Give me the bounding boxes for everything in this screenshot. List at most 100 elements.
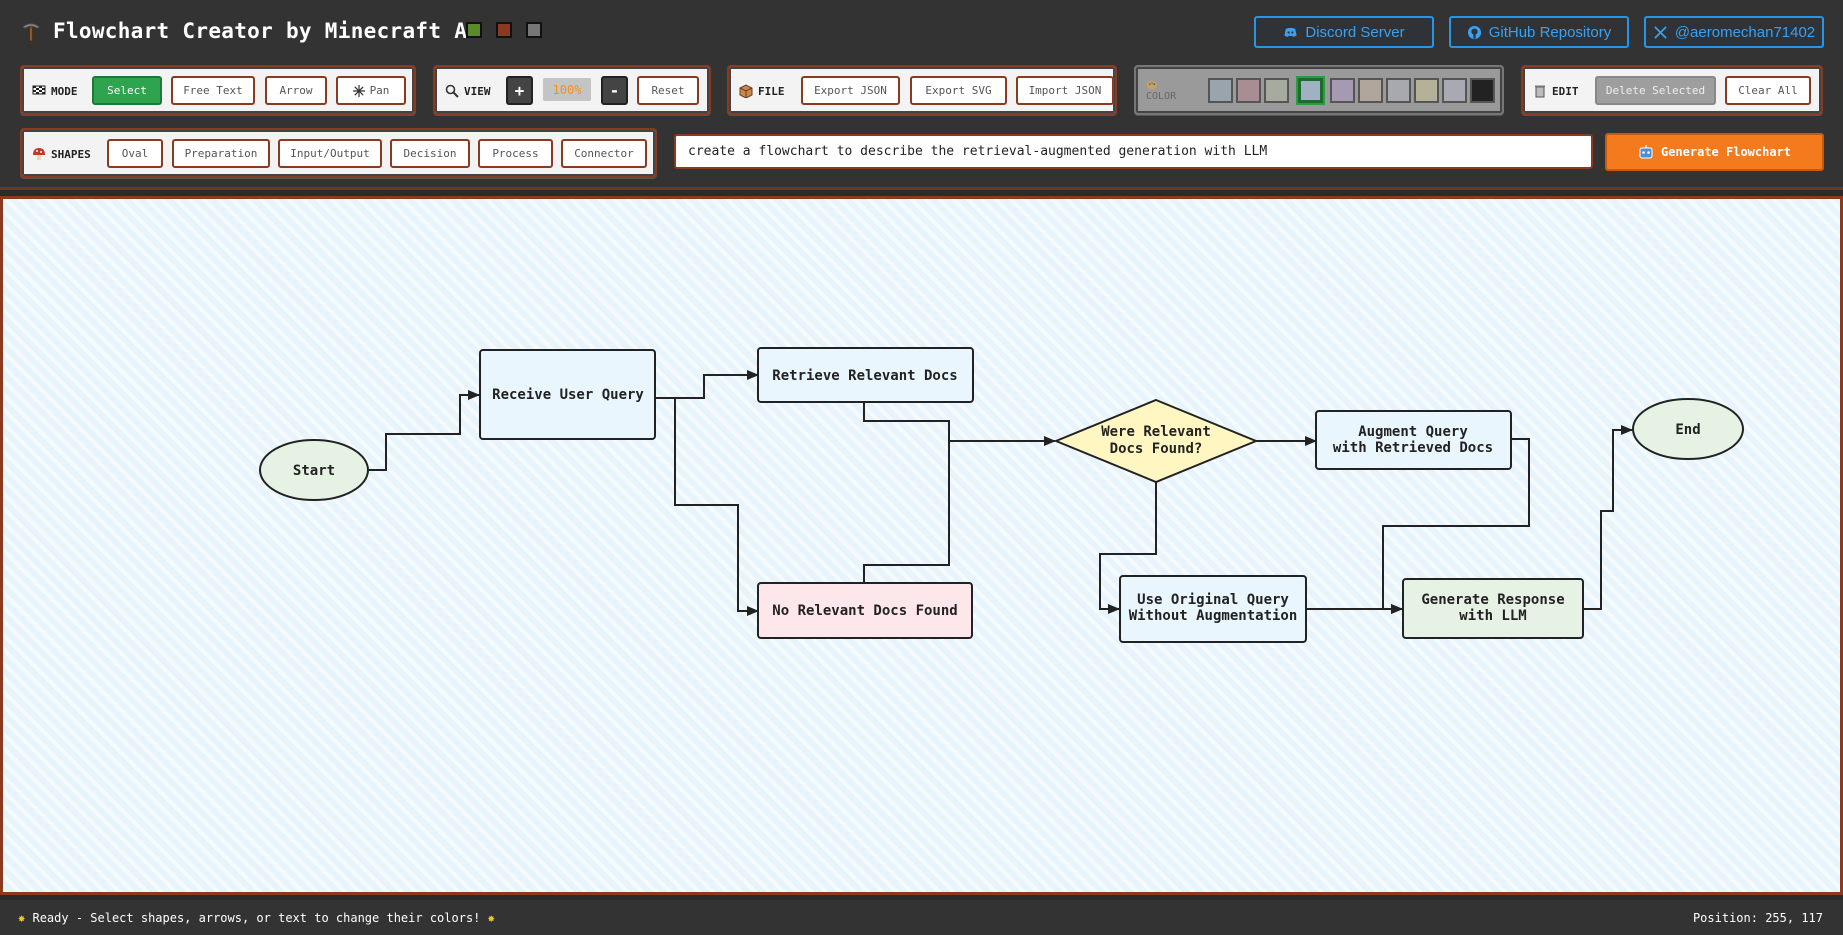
select-mode-button[interactable]: Select [92,76,162,105]
status-message-wrap: ✸ Ready - Select shapes, arrows, or text… [18,911,495,925]
sparkle-icon [352,84,365,97]
color-label-wrap: COLOR [1146,79,1176,102]
start-node-text: Start [293,463,335,479]
shapes-group: SHAPES Oval Preparation Input/Output Dec… [20,128,657,178]
generate-flowchart-button[interactable]: Generate Flowchart [1605,133,1824,171]
color-swatch[interactable] [1442,78,1467,103]
use-original-query-text-line1: Use Original Query [1137,592,1289,608]
augment-query-text-line2: with Retrieved Docs [1333,440,1493,456]
no-relevant-docs-text: No Relevant Docs Found [772,603,957,619]
export-svg-button[interactable]: Export SVG [910,76,1007,105]
generate-response-node[interactable]: Generate Response with LLM [1402,578,1584,639]
discord-icon [1284,27,1297,37]
process-shape-button[interactable]: Process [478,139,553,168]
svg-text:with Retrieved Docs: with Retrieved Docs [1333,440,1493,456]
flowchart-svg[interactable]: Start Receive User Query Retrieve Releva… [3,199,1840,892]
status-bar: ✸ Ready - Select shapes, arrows, or text… [0,900,1843,935]
receive-user-query-text: Receive User Query [492,387,644,403]
color-swatch-selected[interactable] [1296,76,1325,105]
preparation-shape-button[interactable]: Preparation [172,139,270,168]
prompt-input[interactable] [674,134,1593,169]
color-group: COLOR [1134,65,1504,115]
color-swatch[interactable] [1386,78,1411,103]
relevant-docs-decision-node[interactable]: Were Relevant Docs Found? [1053,398,1259,484]
receive-user-query-node[interactable]: Receive User Query [479,349,656,440]
mushroom-icon [33,148,45,160]
pan-mode-button[interactable]: Pan [336,76,406,105]
end-node[interactable]: End [1632,398,1744,460]
edit-label: EDIT [1552,84,1579,98]
arrow-start-to-receive[interactable] [368,390,480,471]
generate-flowchart-label: Generate Flowchart [1660,145,1792,159]
svg-text:Docs Found?: Docs Found? [1110,441,1203,457]
input-output-shape-button[interactable]: Input/Output [278,139,382,168]
no-relevant-docs-node[interactable]: No Relevant Docs Found [757,582,973,639]
free-text-mode-button[interactable]: Free Text [171,76,255,105]
svg-text:End: End [1675,422,1700,438]
pickaxe-icon [22,23,40,42]
svg-text:Start: Start [293,463,335,479]
zoom-in-button[interactable]: + [506,76,533,105]
robot-icon [1639,145,1653,159]
file-label: FILE [758,84,785,98]
generate-response-text-line1: Generate Response [1421,592,1564,608]
dirt-block-icon [496,22,512,38]
import-json-button[interactable]: Import JSON [1016,76,1114,105]
cursor-position: Position: 255, 117 [1692,911,1823,925]
arrow-generate-to-end[interactable] [1583,425,1633,610]
x-profile-link[interactable]: @aeromechan71402 [1644,16,1824,48]
start-node[interactable]: Start [259,439,369,501]
file-group: FILE Export JSON Export SVG Import JSON [727,65,1117,115]
augment-query-node[interactable]: Augment Query with Retrieved Docs [1315,410,1512,470]
arrow-receive-to-none[interactable] [655,397,759,616]
discord-server-label: Discord Server [1305,23,1405,41]
zoom-out-button[interactable]: - [601,76,628,105]
color-swatch[interactable] [1236,78,1261,103]
connectors [368,370,1633,616]
connector-shape-button[interactable]: Connector [561,139,647,168]
svg-text:with LLM: with LLM [1459,608,1526,624]
view-group: VIEW + 100% - Reset [433,65,711,115]
use-original-query-node[interactable]: Use Original Query Without Augmentation [1119,575,1307,643]
oval-shape-button[interactable]: Oval [107,139,163,168]
color-swatch[interactable] [1414,78,1439,103]
zoom-level: 100% [543,78,591,101]
file-label-wrap: FILE [739,84,785,98]
arrow-retrieve-to-decision[interactable] [863,402,1056,446]
arrow-decision-to-original[interactable] [1099,479,1157,614]
github-repository-link[interactable]: GitHub Repository [1449,16,1629,48]
color-swatch[interactable] [1358,78,1383,103]
svg-text:Without Augmentation: Without Augmentation [1129,608,1298,624]
app-title: Flowchart Creator by Minecraft AI [53,19,481,43]
clear-all-button[interactable]: Clear All [1725,76,1811,105]
svg-text:Augment Query: Augment Query [1358,424,1468,440]
arrow-none-to-decision[interactable] [863,441,950,583]
discord-server-link[interactable]: Discord Server [1254,16,1434,48]
x-icon [1654,25,1667,39]
svg-text:Retrieve Relevant Docs: Retrieve Relevant Docs [772,368,957,384]
arrow-receive-to-retrieve[interactable] [655,370,759,399]
mode-label-wrap: MODE [32,84,78,98]
color-swatch[interactable] [1330,78,1355,103]
palette-icon [1146,80,1158,90]
export-json-button[interactable]: Export JSON [801,76,900,105]
grass-block-icon [466,22,482,38]
svg-text:No Relevant Docs Found: No Relevant Docs Found [772,603,957,619]
edit-label-wrap: EDIT [1533,84,1579,98]
reset-view-button[interactable]: Reset [637,76,699,105]
color-swatch[interactable] [1470,78,1495,103]
delete-selected-button[interactable]: Delete Selected [1595,76,1716,105]
x-profile-label: @aeromechan71402 [1674,23,1816,41]
decision-text-line1: Were Relevant [1101,424,1211,440]
trash-icon [1535,85,1545,98]
shapes-label-wrap: SHAPES [32,147,91,161]
flowchart-canvas[interactable]: Start Receive User Query Retrieve Releva… [0,196,1843,895]
arrow-mode-button[interactable]: Arrow [265,76,327,105]
magnifier-icon [445,84,459,98]
color-swatch[interactable] [1208,78,1233,103]
decision-shape-button[interactable]: Decision [390,139,470,168]
retrieve-relevant-docs-node[interactable]: Retrieve Relevant Docs [757,347,974,403]
color-swatch[interactable] [1264,78,1289,103]
mode-group: MODE Select Free Text Arrow Pan [20,65,416,115]
